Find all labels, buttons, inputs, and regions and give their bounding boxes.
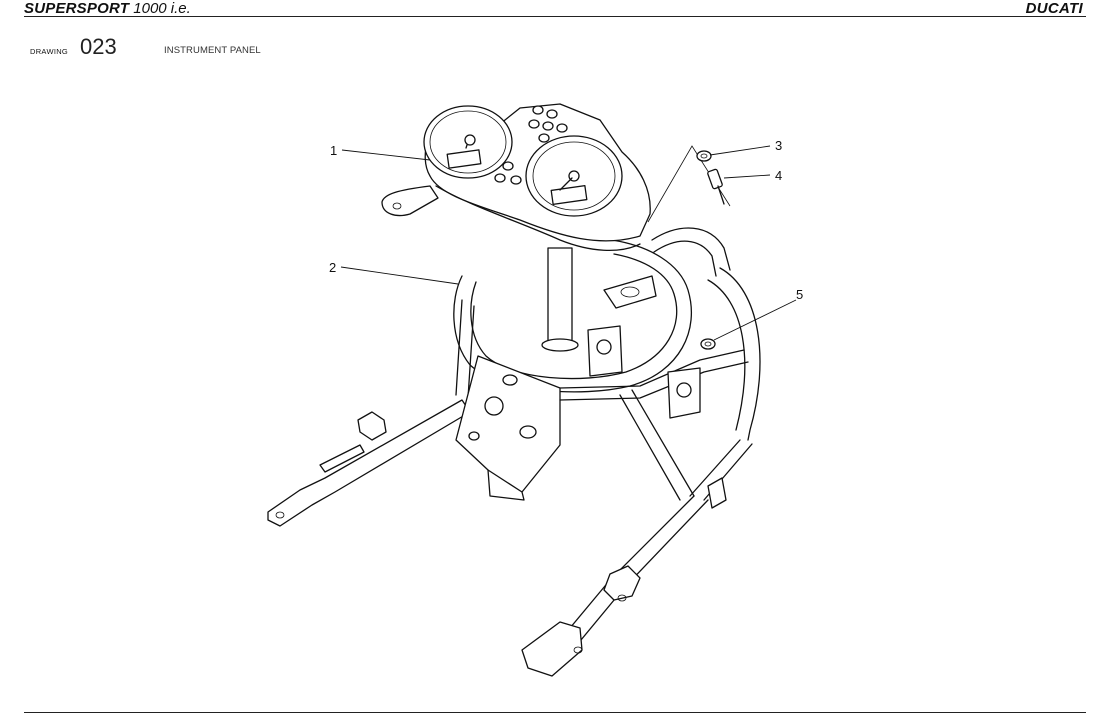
hardware [647,145,731,350]
callout-label-3: 3 [775,138,782,153]
callout-1: 1 [330,143,431,161]
header-divider [24,16,1086,17]
brand-logo: DUCATI [1025,0,1083,17]
callout-3: 3 [709,138,782,156]
callout-label-1: 1 [330,143,337,158]
instrument-cluster [381,103,651,252]
support-frame [267,227,761,677]
callout-label-4: 4 [775,168,782,183]
drawing-number: 023 [80,34,117,59]
callout-5: 5 [713,287,803,341]
callout-4: 4 [723,168,782,183]
model-variant: 1000 i.e. [133,0,191,17]
footer-divider [24,712,1086,713]
callout-2: 2 [329,260,459,285]
drawing-label: DRAWING [30,47,69,56]
model-name: SUPERSPORT [24,0,130,17]
drawing-title: INSTRUMENT PANEL [164,45,261,56]
callout-label-5: 5 [796,287,803,302]
callout-label-2: 2 [329,260,336,275]
model-title: SUPERSPORT 1000 i.e. [24,0,191,18]
